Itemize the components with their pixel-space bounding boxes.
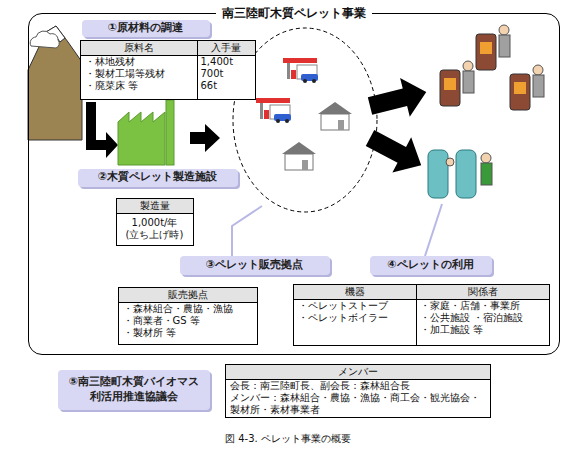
banner-label: ⑤南三陸町木質バイオマス 利活用推進協議会: [58, 375, 210, 405]
boiler: [456, 150, 476, 198]
big-arrow: [365, 73, 431, 126]
figure-caption: 図 4-3. ペレット事業の概要: [0, 432, 576, 446]
wall: [285, 154, 313, 170]
body: [481, 163, 492, 185]
bent-arrow: [86, 102, 118, 158]
roof: [318, 102, 352, 114]
council-banner: ⑤南三陸町木質バイオマス 利活用推進協議会: [58, 370, 210, 410]
table-cell: ・ペレットストーブ: [294, 300, 416, 312]
table-cell: ・公共施設 ・宿泊施設: [416, 312, 549, 324]
big-arrow: [361, 120, 431, 183]
arrow: [190, 124, 220, 152]
table-cell: 700t: [197, 68, 255, 80]
material-table: 原料名入手量・林地残材1,400t・製材工場等残材700t・廃菜床 等66t: [80, 40, 256, 100]
wall: [321, 114, 349, 130]
stove: [510, 74, 530, 110]
gas-station: [256, 98, 291, 123]
cloud: [30, 31, 59, 48]
table-cell: メンバー：森林組合・農協・漁協・商工会・観光協会・製材所・素材事業者: [226, 392, 490, 416]
outlet-box: 販売拠点・森林組合・農協・漁協・商業者・GS 等・製材所 等: [118, 287, 258, 345]
stove-window: [480, 42, 492, 54]
house: [318, 102, 352, 130]
table-cell: ・森林組合・農協・漁協: [119, 303, 257, 315]
banner-label: ③ペレット販売拠点: [206, 258, 303, 273]
stove: [476, 34, 496, 70]
roof: [282, 142, 316, 154]
table-cell: ・家庭・店舗・事業所: [416, 300, 549, 312]
factory: [118, 112, 165, 165]
table-cell: ・ペレットボイラー: [294, 312, 416, 324]
head: [533, 65, 543, 75]
table-header: 入手量: [197, 41, 255, 56]
usage-table: 機器関係者・ペレットストーブ・ペレットボイラー・家庭・店舗・事業所・公共施設 ・…: [293, 284, 550, 346]
table-cell: 1,400t: [197, 56, 255, 68]
canopy: [283, 58, 317, 63]
stove-user: [476, 25, 510, 70]
head: [446, 158, 454, 166]
section-banner: ②木質ペレット製造施設: [78, 169, 238, 187]
table-header: 原料名: [81, 41, 197, 56]
stove-user: [510, 65, 544, 110]
boiler-user: [428, 150, 492, 198]
body: [499, 35, 510, 57]
table-cell: ・商業者・GS 等: [119, 315, 257, 327]
pump: [291, 70, 296, 79]
table-cell: 66t: [197, 80, 255, 92]
boiler: [428, 150, 448, 198]
pillar: [287, 63, 290, 79]
gas-station: [283, 58, 318, 83]
stove: [440, 70, 460, 106]
banner-label: ②木質ペレット製造施設: [98, 170, 217, 185]
wheel: [312, 79, 316, 83]
wheel: [303, 79, 307, 83]
frame-box: 南三陸町木質ペレット事業①原材料の調達原料名入手量・林地残材1,400t・製材工…: [28, 13, 560, 355]
section-banner: ③ペレット販売拠点: [180, 256, 330, 275]
wheel: [276, 119, 280, 123]
table-cell: ・加工施設 等: [416, 324, 549, 336]
member-box: メンバー会長：南三陸町長、副会長：森林組合長メンバー：森林組合・農協・漁協・商工…: [225, 364, 491, 418]
wheel: [285, 119, 289, 123]
door: [302, 160, 308, 170]
table-cell: 1,000t/年 (立ち上げ時): [117, 214, 193, 241]
pump: [264, 110, 269, 119]
table-header: 販売拠点: [119, 288, 257, 303]
body: [533, 75, 544, 97]
body: [463, 71, 474, 93]
leader-line: [232, 206, 262, 256]
canopy: [256, 98, 290, 103]
section-banner: ①原材料の調達: [82, 20, 210, 37]
table-header: 機器: [294, 285, 416, 300]
table-cell: ・製材所 等: [119, 327, 257, 339]
section-banner: ④ペレットの利用: [370, 256, 492, 275]
table-header: 製造量: [117, 199, 193, 214]
banner-label: ④ペレットの利用: [387, 258, 473, 273]
table-cell: ・廃菜床 等: [81, 80, 197, 92]
mountain: [28, 26, 82, 140]
table-header: 関係者: [416, 285, 549, 300]
output-box: 製造量1,000t/年 (立ち上げ時): [116, 198, 194, 246]
frame-title: 南三陸町木質ペレット事業: [216, 5, 372, 21]
head: [481, 153, 491, 163]
head: [463, 61, 473, 71]
table-cell: ・製材工場等残材: [81, 68, 197, 80]
stove-window: [514, 82, 526, 94]
leader-line: [425, 204, 442, 256]
chimney: [166, 100, 174, 165]
banner-label: ①原材料の調達: [108, 21, 183, 36]
table-cell: ・林地残材: [81, 56, 197, 68]
door: [338, 120, 344, 130]
house: [282, 142, 316, 170]
table-cell: 会長：南三陸町長、副会長：森林組合長: [226, 380, 490, 392]
head: [499, 25, 509, 35]
stove-window: [444, 78, 456, 90]
table-header: メンバー: [226, 365, 490, 380]
stove-user: [440, 61, 474, 106]
pillar: [260, 103, 263, 119]
